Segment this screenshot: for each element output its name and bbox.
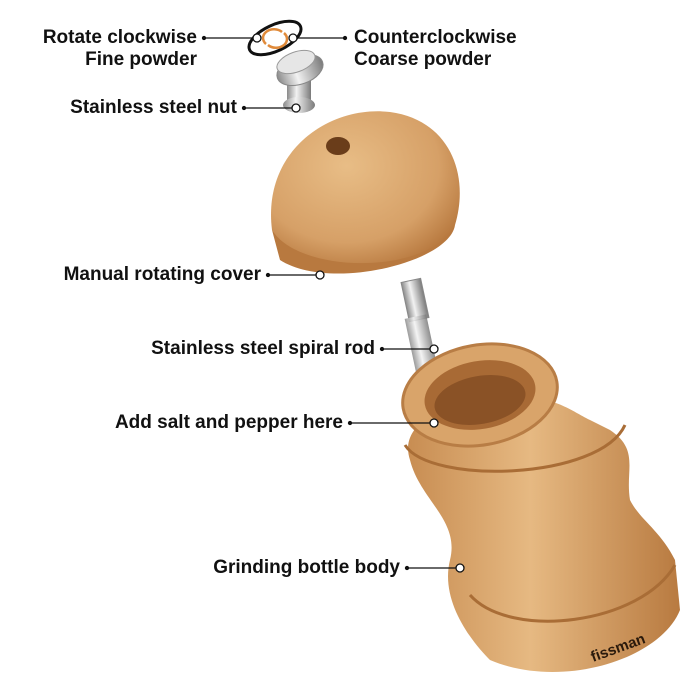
leader-lines: [201, 33, 465, 573]
bottle-body: [401, 342, 680, 672]
label-rod: Stainless steel spiral rod: [151, 338, 375, 359]
label-coarse-powder: Coarse powder: [354, 49, 492, 70]
label-cover: Manual rotating cover: [63, 264, 261, 285]
label-counterclockwise: Counterclockwise: [354, 27, 517, 48]
label-add: Add salt and pepper here: [114, 412, 343, 433]
label-nut: Stainless steel nut: [70, 97, 237, 118]
label-fine-powder: Fine powder: [85, 49, 197, 70]
label-body: Grinding bottle body: [213, 557, 400, 578]
steel-nut: [276, 49, 324, 113]
rotating-cover: [271, 111, 460, 274]
rotation-arrows-icon: [247, 19, 303, 57]
label-rotate-clockwise: Rotate clockwise: [42, 27, 197, 48]
